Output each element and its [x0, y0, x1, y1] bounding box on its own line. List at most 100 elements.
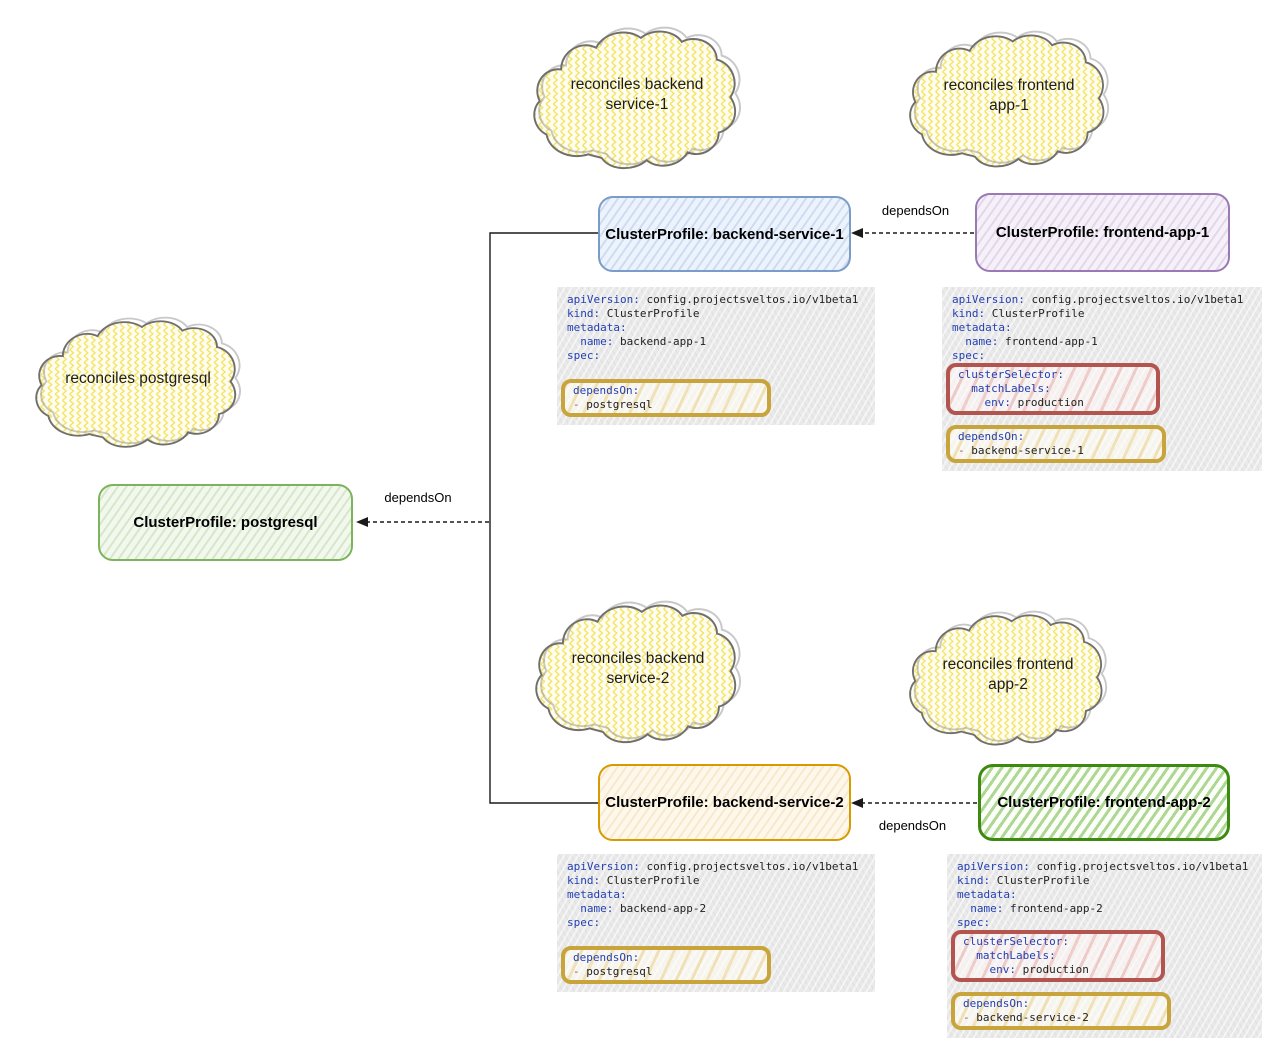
- highlight-dependson: dependsOn: - backend-service-1: [946, 425, 1166, 463]
- yaml-key: clusterSelector:: [958, 368, 1064, 381]
- yaml-line: dependsOn:: [958, 430, 1154, 444]
- cloud-label-line1: reconciles postgresql: [65, 370, 211, 388]
- yaml-value: ClusterProfile: [600, 307, 700, 320]
- yaml-line: - backend-service-1: [958, 444, 1154, 458]
- yaml-line: apiVersion: config.projectsveltos.io/v1b…: [567, 293, 865, 307]
- yaml-value: config.projectsveltos.io/v1beta1: [639, 860, 859, 873]
- yaml-line: kind: ClusterProfile: [957, 874, 1252, 888]
- yaml-key: env:: [963, 963, 1016, 976]
- yaml-dash: -: [958, 444, 965, 457]
- yaml-dash: -: [963, 1011, 970, 1024]
- cloud-label-line1: reconciles frontend: [942, 656, 1074, 673]
- yaml-key: kind:: [567, 307, 601, 320]
- yaml-value: postgresql: [579, 965, 653, 978]
- yaml-key: apiVersion:: [952, 293, 1025, 306]
- yaml-line: - postgresql: [573, 965, 759, 979]
- yaml-value: config.projectsveltos.io/v1beta1: [1029, 860, 1249, 873]
- arrowhead-postgresql: [356, 517, 368, 527]
- node-clusterprofile-frontend-app-2: ClusterProfile: frontend-app-2: [978, 764, 1230, 841]
- yaml-value: postgresql: [579, 398, 653, 411]
- yaml-value: config.projectsveltos.io/v1beta1: [1024, 293, 1244, 306]
- yaml-key: spec:: [952, 349, 986, 362]
- yaml-value: production: [1010, 396, 1084, 409]
- yaml-key: dependsOn:: [573, 951, 640, 964]
- yaml-line: env: production: [958, 396, 1148, 410]
- highlight-clusterselector: clusterSelector: matchLabels: env: produ…: [946, 363, 1160, 415]
- yaml-dash: -: [573, 398, 580, 411]
- yaml-key: apiVersion:: [567, 860, 640, 873]
- yaml-key: kind:: [957, 874, 991, 887]
- yaml-line: name: frontend-app-1: [952, 335, 1252, 349]
- yaml-key: spec:: [567, 916, 601, 929]
- yaml-key: name:: [567, 902, 614, 915]
- yaml-value: frontend-app-1: [998, 335, 1098, 348]
- yaml-value: backend-service-1: [964, 444, 1084, 457]
- yaml-key: matchLabels:: [963, 949, 1056, 962]
- yaml-line: name: backend-app-2: [567, 902, 865, 916]
- yaml-value: production: [1015, 963, 1089, 976]
- yaml-line: kind: ClusterProfile: [952, 307, 1252, 321]
- yaml-key: spec:: [957, 916, 991, 929]
- node-clusterprofile-frontend-app-1: ClusterProfile: frontend-app-1: [975, 193, 1230, 272]
- yaml-frontend-app-2: apiVersion: config.projectsveltos.io/v1b…: [947, 854, 1262, 1038]
- yaml-value: frontend-app-2: [1003, 902, 1103, 915]
- yaml-key: apiVersion:: [957, 860, 1030, 873]
- yaml-backend-service-1: apiVersion: config.projectsveltos.io/v1b…: [557, 287, 875, 425]
- yaml-line: spec:: [567, 349, 865, 363]
- yaml-line: dependsOn:: [573, 384, 759, 398]
- edge-label-dependson-top: dependsOn: [881, 203, 950, 218]
- node-title: ClusterProfile: backend-service-1: [605, 225, 844, 243]
- highlight-dependson: dependsOn: - backend-service-2: [951, 992, 1171, 1030]
- highlight-dependson: dependsOn: - postgresql: [561, 379, 771, 417]
- yaml-key: env:: [958, 396, 1011, 409]
- node-title: ClusterProfile: postgresql: [133, 514, 318, 531]
- yaml-key: spec:: [567, 349, 601, 362]
- yaml-value: ClusterProfile: [600, 874, 700, 887]
- yaml-key: kind:: [567, 874, 601, 887]
- yaml-frontend-app-1: apiVersion: config.projectsveltos.io/v1b…: [942, 287, 1262, 471]
- yaml-value: config.projectsveltos.io/v1beta1: [639, 293, 859, 306]
- cloud-label-line1: reconciles backend: [571, 649, 705, 667]
- yaml-dash: -: [573, 965, 580, 978]
- yaml-line: env: production: [963, 963, 1153, 977]
- yaml-line: name: frontend-app-2: [957, 902, 1252, 916]
- yaml-line: clusterSelector:: [958, 368, 1148, 382]
- yaml-line: metadata:: [952, 321, 1252, 335]
- edge-label-dependson-bottom: dependsOn: [878, 818, 947, 833]
- yaml-key: name:: [957, 902, 1004, 915]
- yaml-line: matchLabels:: [958, 382, 1148, 396]
- yaml-line: clusterSelector:: [963, 935, 1153, 949]
- yaml-line: spec:: [957, 916, 1252, 930]
- yaml-value: backend-app-2: [613, 902, 707, 915]
- yaml-line: apiVersion: config.projectsveltos.io/v1b…: [952, 293, 1252, 307]
- cloud-label-line1: reconciles frontend: [943, 76, 1075, 94]
- yaml-value: backend-service-2: [969, 1011, 1089, 1024]
- node-title: ClusterProfile: frontend-app-1: [995, 224, 1210, 241]
- yaml-line: - backend-service-2: [963, 1011, 1159, 1025]
- yaml-key: dependsOn:: [573, 384, 640, 397]
- yaml-line: dependsOn:: [963, 997, 1159, 1011]
- yaml-key: name:: [952, 335, 999, 348]
- yaml-key: matchLabels:: [958, 382, 1051, 395]
- yaml-key: apiVersion:: [567, 293, 640, 306]
- solid-elbow-connector: [489, 232, 598, 804]
- arrowhead-frontend1: [851, 228, 863, 238]
- cloud-label: reconciles postgresql: [49, 318, 227, 440]
- node-clusterprofile-postgresql: ClusterProfile: postgresql: [98, 484, 353, 561]
- yaml-line: spec:: [567, 916, 865, 930]
- yaml-key: metadata:: [957, 888, 1017, 901]
- yaml-line: name: backend-app-1: [567, 335, 865, 349]
- node-clusterprofile-backend-service-2: ClusterProfile: backend-service-2: [598, 764, 851, 841]
- yaml-value: ClusterProfile: [985, 307, 1085, 320]
- arrowhead-frontend2: [851, 798, 863, 808]
- yaml-value: ClusterProfile: [990, 874, 1090, 887]
- yaml-line: - postgresql: [573, 398, 759, 412]
- edge-label-dependson-left: dependsOn: [384, 490, 452, 505]
